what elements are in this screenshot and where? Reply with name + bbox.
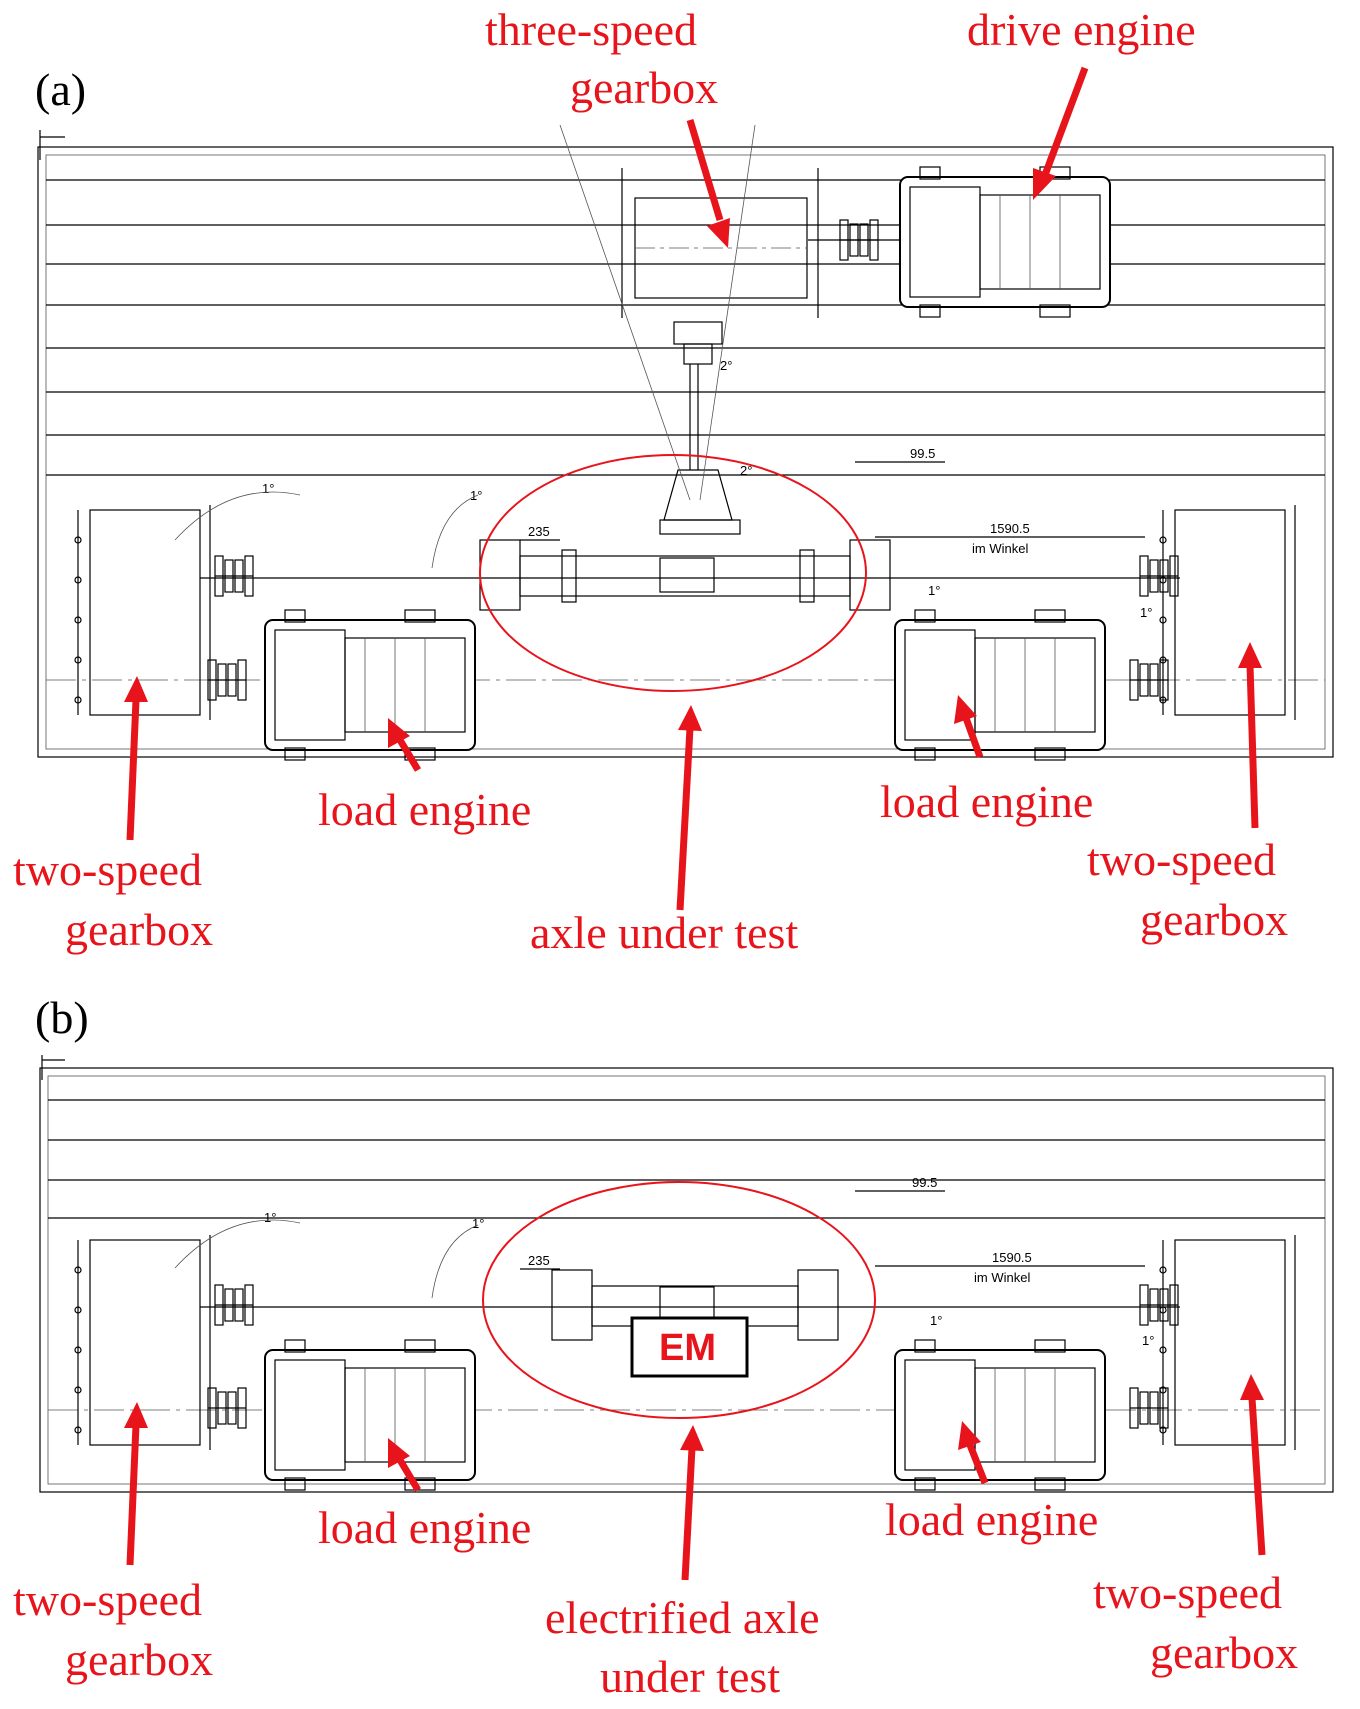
- two-speed-gearbox-right-a: [1159, 504, 1296, 721]
- angle-label: 2°: [740, 463, 752, 478]
- bed-frame-b: [39, 1055, 1334, 1493]
- label-load-engine-right: load engine: [880, 776, 1093, 827]
- angle-label: 1°: [1142, 1333, 1154, 1348]
- angle-label: 1°: [928, 583, 940, 598]
- axle-highlight-oval-b: [482, 1181, 876, 1419]
- label-gearbox-right: gearbox: [1140, 894, 1288, 945]
- arrows-a: [124, 66, 1262, 911]
- label-gearbox: gearbox: [570, 62, 718, 113]
- label-three-speed: three-speed: [485, 4, 697, 55]
- angle-label: 1°: [930, 1313, 942, 1328]
- label-load-engine-left: load engine: [318, 784, 531, 835]
- two-speed-gearbox-left-a: [74, 504, 211, 721]
- angle-label: 2°: [720, 358, 732, 373]
- dim-235: 235: [528, 524, 550, 539]
- em-box: EM: [630, 1316, 749, 1378]
- bed-frame-a: [37, 130, 1334, 758]
- dim-235: 235: [528, 1253, 550, 1268]
- dim-1590-5: 1590.5: [990, 521, 1030, 536]
- two-speed-gearbox-right-b: [1159, 1234, 1296, 1451]
- load-engine-right-b: [894, 1339, 1169, 1491]
- load-engine-left-b: [207, 1339, 476, 1491]
- axle-highlight-oval-a: [479, 454, 867, 692]
- label-gearbox-right: gearbox: [1150, 1627, 1298, 1678]
- dimensions-a: 99.5 235 1590.5 im Winkel 1° 1° 2° 2° 1°…: [174, 358, 1152, 620]
- label-two-speed-left: two-speed: [13, 844, 202, 895]
- dim-99-5: 99.5: [912, 1175, 937, 1190]
- three-speed-gearbox-a: [559, 124, 819, 535]
- dim-99-5: 99.5: [910, 446, 935, 461]
- angle-label: 1°: [1140, 605, 1152, 620]
- panel-a: (a): [13, 4, 1334, 958]
- label-two-speed-right: two-speed: [1087, 834, 1276, 885]
- load-engine-right-a: [894, 609, 1169, 761]
- label-under-test: under test: [600, 1651, 780, 1702]
- drive-engine-a: [808, 166, 1111, 318]
- dim-1590-5: 1590.5: [992, 1250, 1032, 1265]
- angle-label: 1°: [262, 481, 274, 496]
- label-load-engine-left: load engine: [318, 1502, 531, 1553]
- label-gearbox-left: gearbox: [65, 904, 213, 955]
- panel-b: (b) EM: [13, 992, 1334, 1702]
- dim-im-winkel: im Winkel: [972, 541, 1028, 556]
- dimensions-b: 99.5 235 1590.5 im Winkel 1° 1° 1° 1°: [174, 1175, 1154, 1348]
- angle-label: 1°: [264, 1210, 276, 1225]
- label-load-engine-right: load engine: [885, 1494, 1098, 1545]
- dim-im-winkel: im Winkel: [974, 1270, 1030, 1285]
- label-two-speed-left: two-speed: [13, 1574, 202, 1625]
- arrows-b: [124, 1374, 1266, 1581]
- axle-a: [200, 539, 1180, 611]
- label-two-speed-right: two-speed: [1093, 1567, 1282, 1618]
- label-gearbox-left: gearbox: [65, 1634, 213, 1685]
- label-drive-engine: drive engine: [967, 4, 1196, 55]
- panel-b-tag: (b): [35, 992, 89, 1043]
- label-axle-under-test: axle under test: [530, 907, 798, 958]
- em-label: EM: [659, 1327, 716, 1369]
- label-electrified-axle: electrified axle: [545, 1592, 820, 1643]
- angle-label: 1°: [472, 1216, 484, 1231]
- panel-a-tag: (a): [35, 64, 86, 115]
- load-engine-left-a: [207, 609, 476, 761]
